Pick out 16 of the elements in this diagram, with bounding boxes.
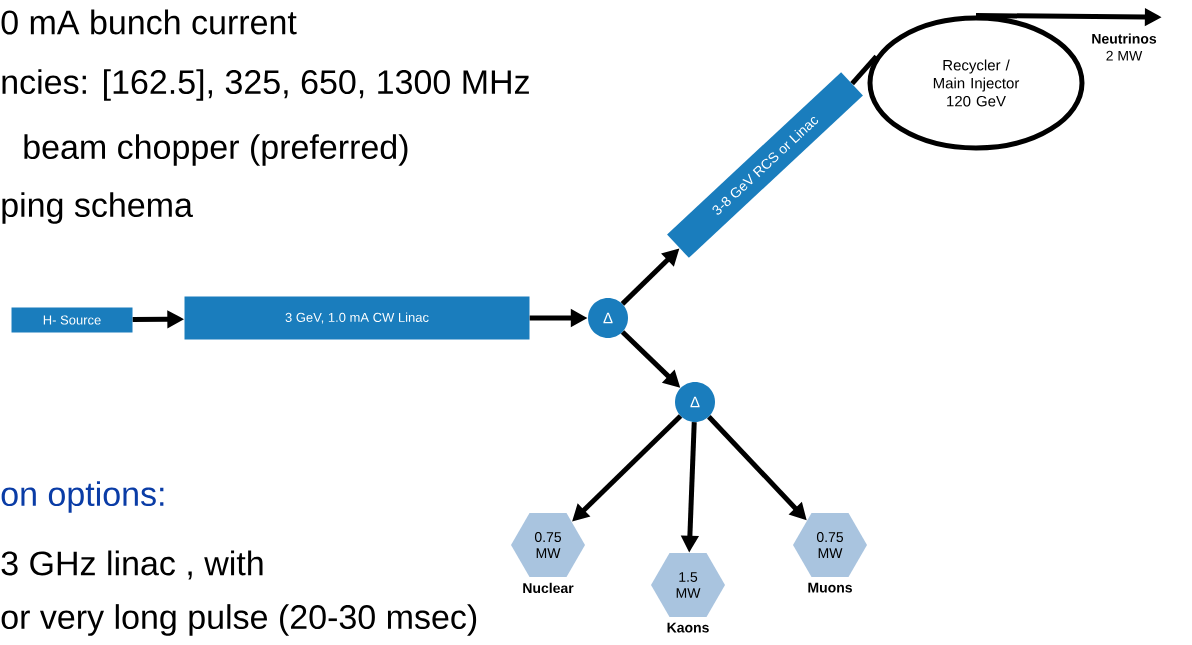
node-label: Muons bbox=[808, 582, 852, 593]
text-line: ncies: [162.5], 325, 650, 1300 MHz bbox=[2, 69, 529, 101]
text-line: on options: bbox=[1, 481, 164, 513]
node-label: Kaons bbox=[667, 622, 709, 633]
text-line: or very long pulse (20-30 msec) bbox=[1, 604, 477, 636]
source-box: H- Source bbox=[11, 307, 133, 333]
beam-label: Neutrinos 2 MW bbox=[1092, 33, 1157, 61]
text-line: beam chopper (preferred) bbox=[24, 134, 408, 166]
text-line: 0 mA bunch current bbox=[1, 9, 297, 35]
target-hexagon: 1.5 MW bbox=[651, 552, 725, 618]
node-label: Nuclear bbox=[523, 582, 574, 594]
target-hexagon: 0.75 MW bbox=[511, 512, 585, 578]
text-line: 3 GHz linac , with bbox=[1, 550, 263, 580]
target-hexagon: 0.75 MW bbox=[793, 512, 867, 578]
text-line: ping schema bbox=[2, 192, 193, 224]
linac-box: 3 GeV, 1.0 mA CW Linac bbox=[184, 296, 530, 340]
